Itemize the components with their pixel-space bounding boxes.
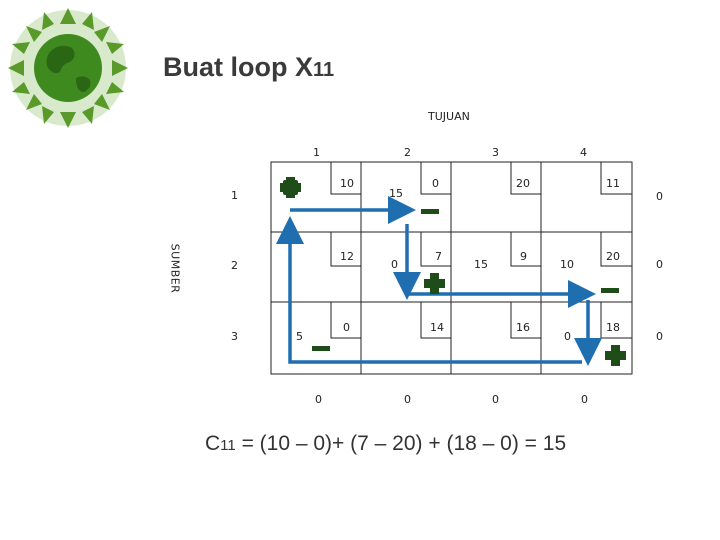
cost-3-2: 14 (430, 321, 444, 334)
cost-1-1: 10 (340, 177, 354, 190)
row-header-1: 1 (231, 189, 238, 202)
column-header-3: 3 (492, 146, 499, 159)
cost-3-4: 18 (606, 321, 620, 334)
minus-sign-icon (421, 209, 439, 214)
plus-sign-icon (605, 345, 626, 366)
cost-1-4: 11 (606, 177, 620, 190)
column-header-4: 4 (580, 146, 587, 159)
cost-2-2: 7 (435, 250, 442, 263)
cost-3-1: 0 (343, 321, 350, 334)
allocation-2-3: 15 (474, 258, 488, 271)
plus-sign-icon (424, 273, 445, 294)
allocation-3-1: 5 (296, 330, 303, 343)
row-header-3: 3 (231, 330, 238, 343)
u-value-3: 0 (656, 330, 663, 343)
v-value-1: 0 (315, 393, 322, 406)
column-header-1: 1 (313, 146, 320, 159)
allocation-2-2: 0 (391, 258, 398, 271)
cost-2-4: 20 (606, 250, 620, 263)
row-header-2: 2 (231, 259, 238, 272)
formula-result: C11 = (10 – 0)+ (7 – 20) + (18 – 0) = 15 (205, 432, 567, 455)
cost-3-3: 16 (516, 321, 530, 334)
u-value-1: 0 (656, 190, 663, 203)
plus-sign-icon (280, 177, 301, 198)
v-value-2: 0 (404, 393, 411, 406)
u-value-2: 0 (656, 258, 663, 271)
arrow-icon (276, 216, 582, 364)
cost-2-3: 9 (520, 250, 527, 263)
globe-tree-logo (8, 8, 128, 128)
v-value-4: 0 (581, 393, 588, 406)
column-header-2: 2 (404, 146, 411, 159)
cost-2-1: 12 (340, 250, 354, 263)
allocation-2-4: 10 (560, 258, 574, 271)
cost-1-3: 20 (516, 177, 530, 190)
cost-1-2: 0 (432, 177, 439, 190)
allocation-3-4: 0 (564, 330, 571, 343)
header-label-tujuan: TUJUAN (428, 110, 470, 123)
minus-sign-icon (601, 288, 619, 293)
v-value-3: 0 (492, 393, 499, 406)
minus-sign-icon (312, 346, 330, 351)
page-title: Buat loop X11 (163, 52, 335, 82)
